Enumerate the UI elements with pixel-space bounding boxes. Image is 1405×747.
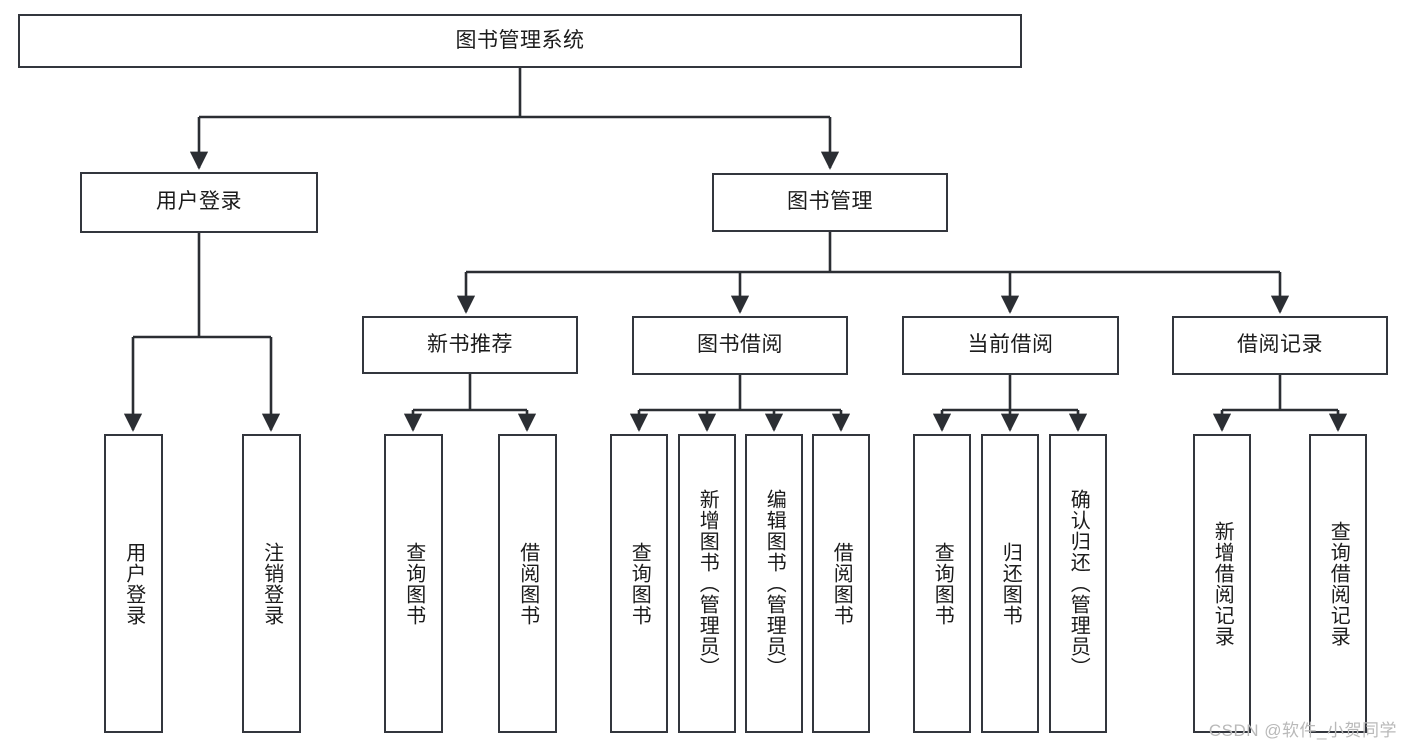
node-leaf-book-borrow-add-label: 新增图书（管理员） [696, 489, 719, 678]
node-leaf-current-borrow-return-label: 归还图书 [999, 541, 1022, 626]
node-leaf-borrow-record-add-label: 新增借阅记录 [1211, 520, 1234, 647]
node-leaf-user-login-logout[interactable]: 注销登录 [242, 434, 301, 733]
node-borrow-record-label: 借阅记录 [1237, 333, 1323, 357]
node-leaf-book-borrow-borrow-label: 借阅图书 [830, 541, 853, 626]
node-leaf-user-login-login[interactable]: 用户登录 [104, 434, 163, 733]
node-leaf-current-borrow-query[interactable]: 查询图书 [913, 434, 971, 733]
node-leaf-book-borrow-query[interactable]: 查询图书 [610, 434, 668, 733]
node-leaf-current-borrow-query-label: 查询图书 [931, 541, 954, 626]
node-leaf-book-borrow-edit[interactable]: 编辑图书（管理员） [745, 434, 803, 733]
node-borrow-record[interactable]: 借阅记录 [1172, 316, 1388, 375]
node-user-login-label: 用户登录 [156, 190, 242, 214]
node-new-book-recommend-label: 新书推荐 [427, 332, 513, 356]
node-leaf-user-login-login-label: 用户登录 [122, 541, 145, 626]
node-leaf-book-borrow-query-label: 查询图书 [628, 541, 651, 626]
csdn-watermark: CSDN @软件_小贺同学 [1208, 721, 1397, 740]
node-current-borrow-label: 当前借阅 [967, 333, 1054, 357]
node-current-borrow[interactable]: 当前借阅 [902, 316, 1119, 375]
node-leaf-new-book-query[interactable]: 查询图书 [384, 434, 443, 733]
node-leaf-user-login-logout-label: 注销登录 [260, 541, 283, 626]
node-book-manage-label: 图书管理 [787, 190, 873, 214]
node-book-borrow-label: 图书借阅 [697, 333, 783, 357]
node-leaf-book-borrow-borrow[interactable]: 借阅图书 [812, 434, 870, 733]
node-new-book-recommend[interactable]: 新书推荐 [362, 316, 578, 374]
node-root-system-label: 图书管理系统 [455, 28, 585, 52]
node-leaf-current-borrow-return[interactable]: 归还图书 [981, 434, 1039, 733]
node-leaf-borrow-record-query-label: 查询借阅记录 [1327, 520, 1350, 647]
node-leaf-borrow-record-query[interactable]: 查询借阅记录 [1309, 434, 1367, 733]
node-root-system[interactable]: 图书管理系统 [18, 14, 1022, 68]
node-user-login[interactable]: 用户登录 [80, 172, 318, 233]
node-book-manage[interactable]: 图书管理 [712, 173, 948, 232]
node-leaf-new-book-borrow[interactable]: 借阅图书 [498, 434, 557, 733]
node-leaf-borrow-record-add[interactable]: 新增借阅记录 [1193, 434, 1251, 733]
node-book-borrow[interactable]: 图书借阅 [632, 316, 848, 375]
node-leaf-book-borrow-add[interactable]: 新增图书（管理员） [678, 434, 736, 733]
node-leaf-new-book-borrow-label: 借阅图书 [516, 541, 539, 626]
node-leaf-new-book-query-label: 查询图书 [402, 541, 425, 626]
node-leaf-book-borrow-edit-label: 编辑图书（管理员） [763, 489, 786, 678]
node-leaf-current-borrow-confirm[interactable]: 确认归还（管理员） [1049, 434, 1107, 733]
node-leaf-current-borrow-confirm-label: 确认归还（管理员） [1067, 489, 1090, 678]
